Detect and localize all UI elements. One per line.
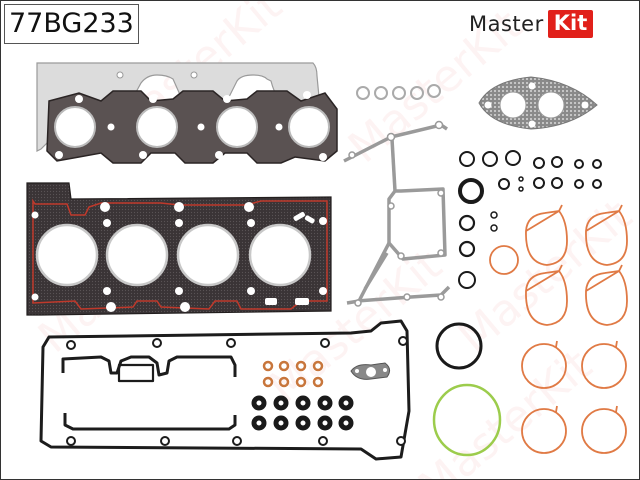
cylinder-head-gasket: [26, 182, 332, 316]
timing-cover-bolt-holes: [348, 120, 445, 307]
timing-cover-gasket: [343, 123, 451, 305]
intake-gaskets-orange: [521, 204, 628, 454]
turbo-oil-gasket: [350, 362, 391, 380]
brand-logo: Master Kit: [469, 9, 594, 39]
part-code-label: 77BG233: [4, 4, 139, 44]
brand-logo-word: Master: [469, 12, 544, 36]
exhaust-flange-gasket: [478, 76, 598, 130]
large-green-ring: [432, 383, 502, 457]
orange-o-ring: [489, 245, 519, 275]
copper-seals-small: [262, 360, 324, 388]
black-o-rings: [435, 150, 602, 370]
brand-logo-badge: Kit: [547, 10, 594, 38]
exhaust-manifold-gasket: [46, 90, 338, 164]
valve-stem-seals: [251, 395, 354, 431]
valve-cover-gasket: [39, 319, 411, 461]
copper-washers-top: [356, 84, 441, 100]
valve-cover-bolt-holes: [66, 336, 408, 446]
